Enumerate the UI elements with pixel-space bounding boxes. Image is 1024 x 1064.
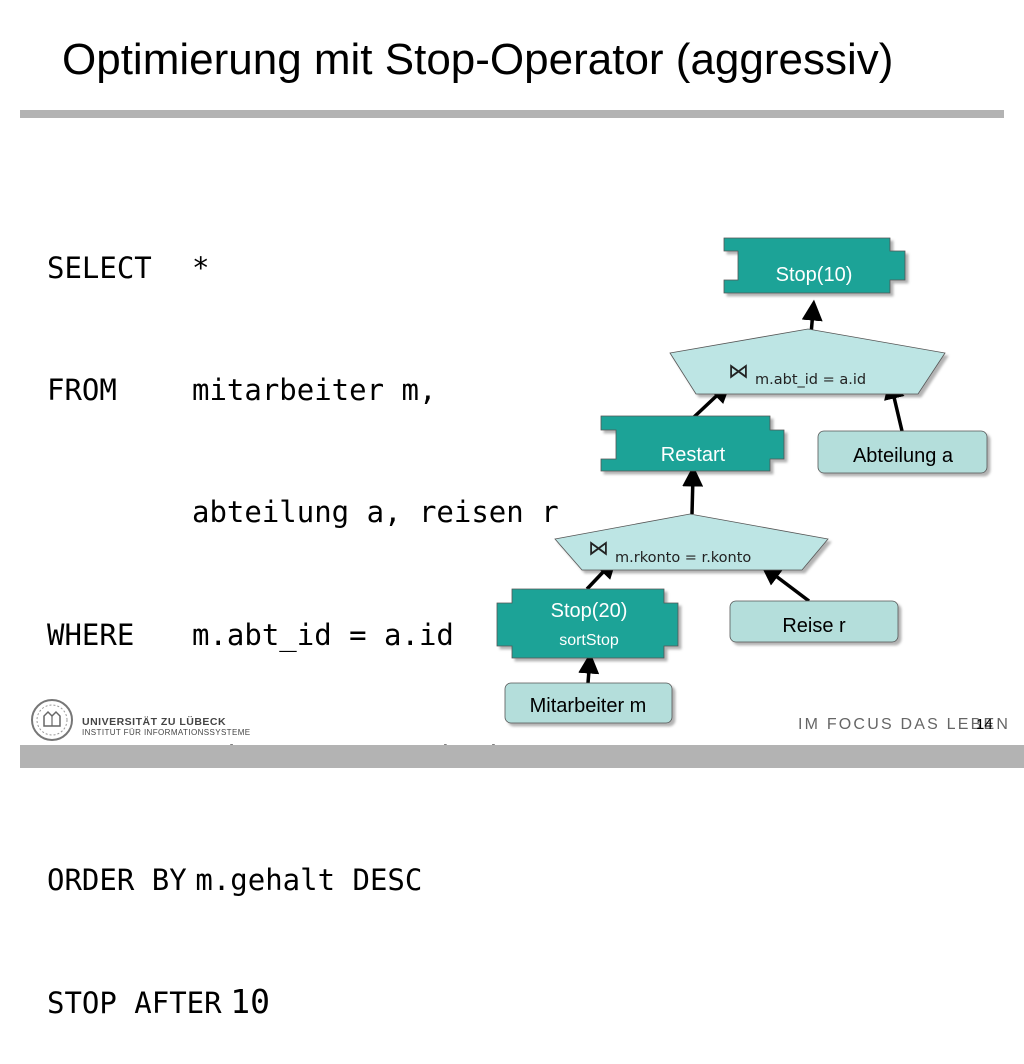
join-top-symbol: ⋈	[728, 359, 749, 383]
join-top-condition: m.abt_id = a.id	[755, 372, 866, 388]
join-bottom-condition: m.rkonto = r.konto	[615, 550, 751, 566]
restart-label: Restart	[661, 444, 726, 466]
sql-value: m.gehalt DESC	[195, 862, 423, 897]
sql-value: 10	[230, 981, 271, 1021]
university-seal-icon	[31, 699, 73, 741]
restart-operator	[600, 415, 785, 472]
join-bottom-symbol: ⋈	[588, 536, 609, 560]
sql-line-select: SELECT *	[47, 248, 576, 289]
join-bottom-operator	[554, 513, 829, 571]
sql-keyword: FROM	[47, 372, 117, 407]
page-number: 14	[976, 716, 993, 733]
mitarbeiter-relation	[504, 682, 673, 724]
edge-stop-bottom-to-join-bottom	[585, 557, 618, 591]
bottom-bar	[20, 745, 1024, 768]
stop-bottom-operator	[496, 588, 679, 659]
join-top-operator	[669, 328, 946, 395]
edge-mitarbeiter-to-stop-bottom	[578, 652, 600, 684]
slogan: IM FOCUS DAS LEBEN	[798, 716, 1011, 733]
mitarbeiter-label: Mitarbeiter m	[530, 695, 647, 717]
sql-keyword: STOP AFTER	[47, 985, 222, 1020]
reise-label: Reise r	[782, 615, 846, 637]
sql-line-from-cont: abteilung a, reisen r	[47, 492, 576, 533]
sql-value: m.abt_id = a.id	[192, 617, 454, 652]
sql-value: *	[192, 250, 210, 285]
abteilung-relation	[817, 430, 988, 474]
sql-value: abteilung a, reisen r	[192, 495, 559, 530]
sql-keyword: ORDER BY	[47, 862, 187, 897]
stop-top-label: Stop(10)	[776, 264, 853, 286]
sql-line-from: FROM mitarbeiter m,	[47, 370, 576, 411]
sql-keyword: SELECT	[47, 250, 152, 285]
sql-value: mitarbeiter m,	[192, 372, 437, 407]
query-plan-diagram: Stop(10) ⋈ m.abt_id = a.id Restart Abtei…	[496, 237, 988, 724]
edge-abteilung-to-join-top	[884, 377, 905, 432]
title-divider	[20, 110, 1004, 118]
slide-title: Optimierung mit Stop-Operator (aggressiv…	[62, 35, 894, 84]
sql-keyword: WHERE	[47, 617, 135, 652]
institute-name: INSTITUT FÜR INFORMATIONSSYSTEME	[82, 728, 251, 737]
stop-bottom-label: Stop(20)	[551, 600, 628, 622]
edge-join-bottom-to-restart	[682, 465, 704, 515]
reise-relation	[729, 600, 899, 643]
abteilung-label: Abteilung a	[853, 445, 954, 467]
stop-bottom-sublabel: sortStop	[559, 632, 619, 649]
edge-reise-to-join-bottom	[760, 564, 811, 603]
university-name: UNIVERSITÄT ZU LÜBECK	[82, 716, 227, 728]
sql-line-where: WHERE m.abt_id = a.id	[47, 615, 576, 656]
stop-top-operator	[723, 237, 906, 294]
edge-restart-to-join-top	[692, 382, 732, 419]
